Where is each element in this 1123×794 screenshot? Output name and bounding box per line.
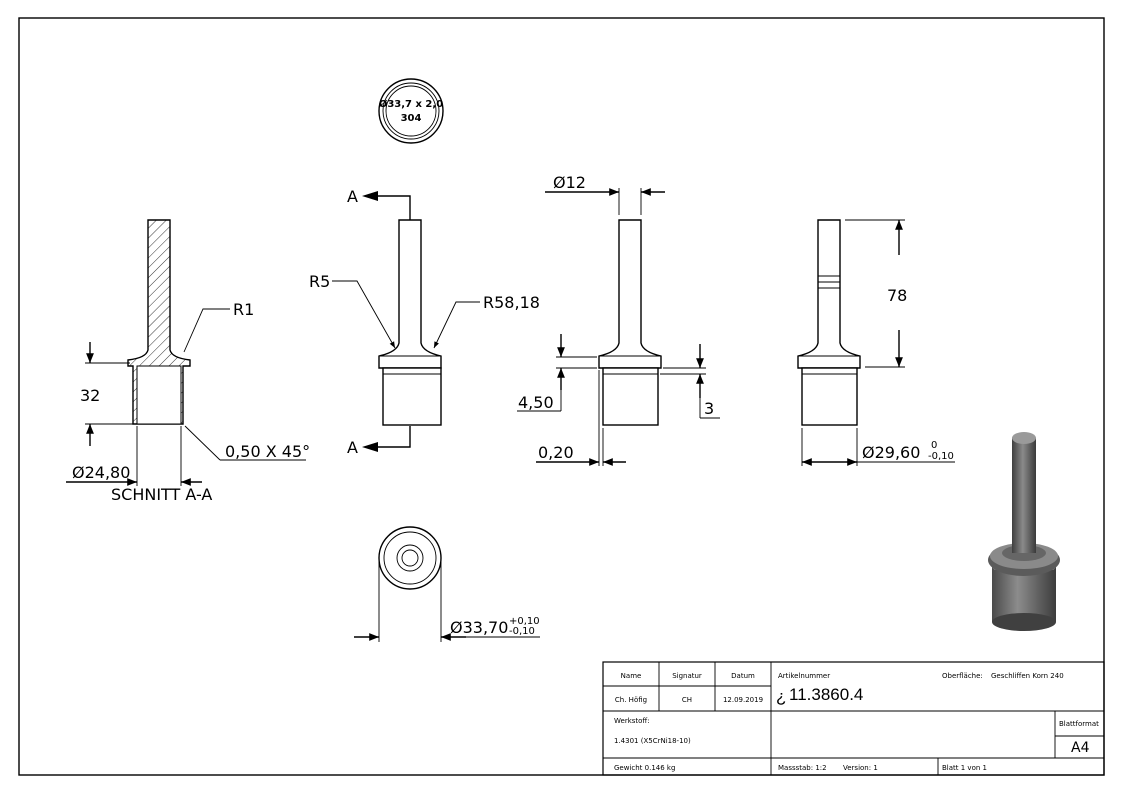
sheet-border <box>18 17 1105 776</box>
tb-date: 12.09.2019 <box>723 696 763 704</box>
iso-render <box>988 432 1060 631</box>
section-chamfer-label: 0,50 X 45° <box>225 442 310 461</box>
title-block: Name Signatur Datum Ch. Höfig CH 12.09.2… <box>602 661 1105 776</box>
section-radius-label: R1 <box>233 300 254 319</box>
bottom-tol-lower: -0,10 <box>509 626 535 637</box>
engraving-line-1: Ø33,7 x 2,0 <box>379 98 443 110</box>
tb-sheet-format-label: Blattformat <box>1059 720 1099 728</box>
tb-surface-value: Geschliffen Korn 240 <box>991 672 1064 680</box>
bottom-diameter-label: Ø33,70 <box>450 618 508 637</box>
front-view: A A R5 R58,18 <box>309 187 540 457</box>
tb-weight: Gewicht 0.146 kg <box>614 764 675 772</box>
tb-article-label: Artikelnummer <box>778 672 830 680</box>
side-offset-label: 0,20 <box>538 443 574 462</box>
section-marker-bottom: A <box>347 438 358 457</box>
tb-article-prefix: ¿ <box>776 687 786 706</box>
section-title: SCHNITT A-A <box>111 485 212 504</box>
right-length-label: 78 <box>887 286 907 305</box>
top-view: Ø33,7 x 2,0 304 <box>378 78 444 144</box>
side-diameter-label: Ø12 <box>553 173 586 192</box>
bottom-view: Ø33,70 +0,10 -0,10 <box>354 526 540 642</box>
tb-article-number: 11.3860.4 <box>789 685 863 704</box>
tb-drawn-by: Ch. Höfig <box>615 696 647 704</box>
tb-scale: Massstab: 1:2 <box>778 764 827 772</box>
radius-small-label: R5 <box>309 272 330 291</box>
right-tol-upper: 0 <box>931 440 937 451</box>
side-height-label: 4,50 <box>518 393 554 412</box>
section-diameter-label: Ø24,80 <box>72 463 130 482</box>
tb-header-name: Name <box>621 672 642 680</box>
tb-material-label: Werkstoff: <box>614 717 650 725</box>
radius-large-label: R58,18 <box>483 293 540 312</box>
tb-sheet-number: Blatt 1 von 1 <box>942 764 987 772</box>
section-height-label: 32 <box>80 386 100 405</box>
side-view: Ø12 4,50 0,20 3 <box>517 173 720 466</box>
side-step-label: 3 <box>704 399 714 418</box>
right-tol-lower: -0,10 <box>928 451 954 462</box>
right-view: 78 Ø29,60 0 -0,10 <box>797 219 955 466</box>
tb-sheet-format-value: A4 <box>1071 740 1090 756</box>
tb-version: Version: 1 <box>843 764 878 772</box>
bottom-tol-upper: +0,10 <box>509 616 540 627</box>
tb-header-date: Datum <box>731 672 755 680</box>
section-marker-top: A <box>347 187 358 206</box>
tb-header-signature: Signatur <box>672 672 702 680</box>
tb-signature: CH <box>682 696 692 704</box>
right-diameter-label: Ø29,60 <box>862 443 920 462</box>
section-view: R1 32 Ø24,80 0,50 X 45° SCHNITT A-A <box>66 219 310 504</box>
section-bore <box>136 365 182 425</box>
tb-surface-label: Oberfläche: <box>942 672 983 680</box>
tb-material-value: 1.4301 (X5CrNi18-10) <box>614 737 691 745</box>
engraving-line-2: 304 <box>401 113 422 124</box>
